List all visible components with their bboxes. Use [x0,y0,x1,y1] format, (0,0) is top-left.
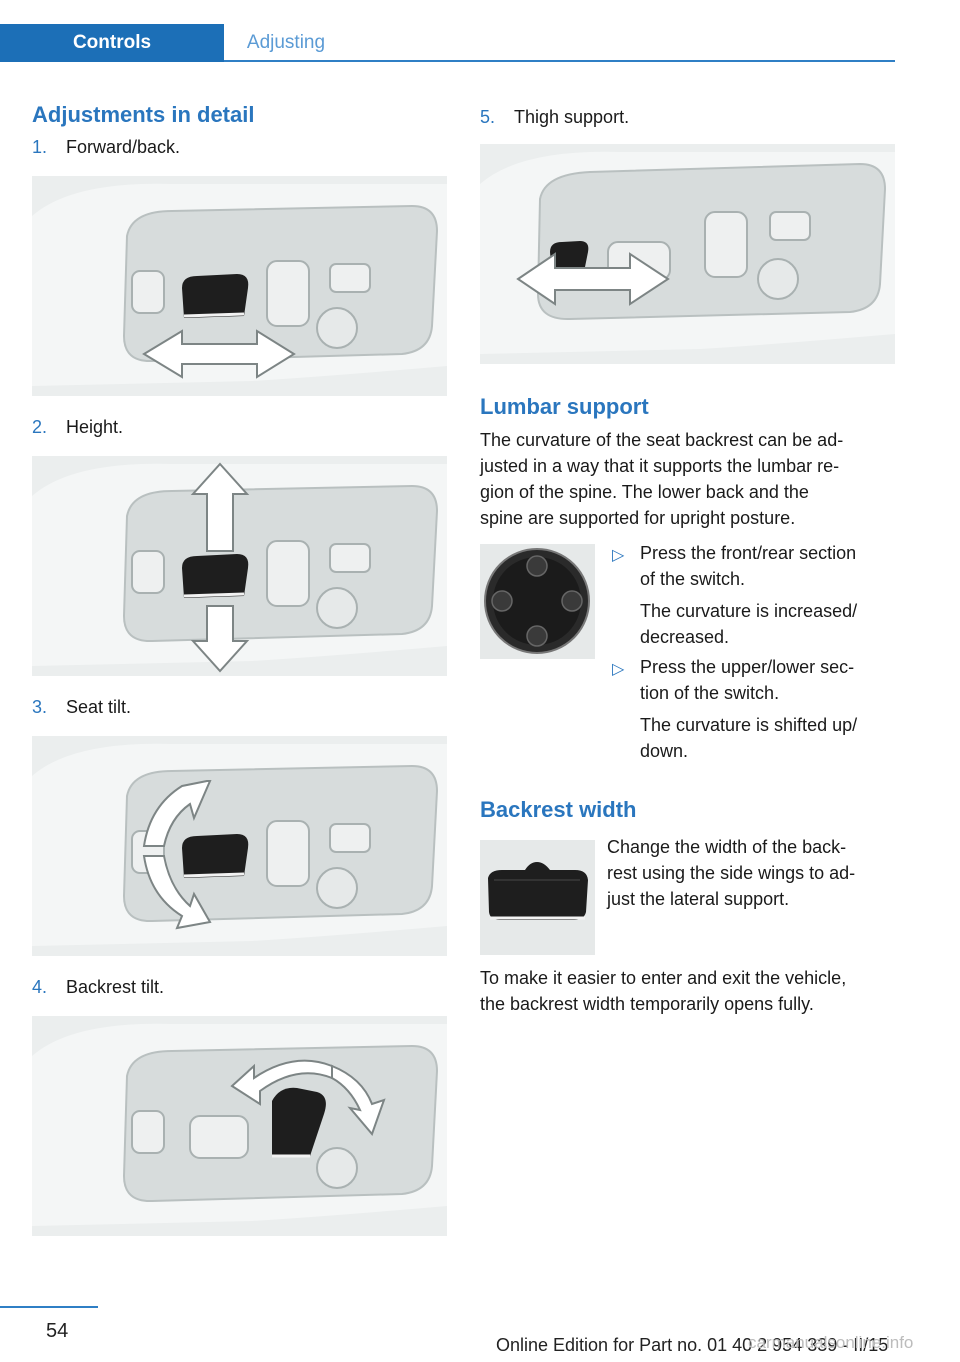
bullet-front-rear: Press the front/rear section of the swit… [640,540,900,650]
edition-text: Online Edition for Part no. 01 40 2 954 … [496,1335,889,1355]
item-number-3: 3. [32,697,48,717]
item-number-5: 5. [480,107,496,127]
item-label-seat-tilt: Seat tilt. [66,697,132,717]
bullet-result-line: The curvature is shifted up/ [640,715,858,735]
bullet-result-line: down. [640,741,689,761]
bullet-line: Press the front/rear section [640,543,857,563]
figure-forward-back [32,176,447,396]
bullet-line: of the switch. [640,569,746,589]
lumbar-intro-line: spine are supported for upright posture. [480,508,796,528]
header-rule [224,60,895,62]
item-number-1: 1. [32,137,48,157]
section-title-lumbar: Lumbar support [480,394,649,419]
backrest-note-line: the backrest width temporarily opens ful… [480,994,814,1014]
tab-controls[interactable]: Controls [0,24,224,62]
section-title-adjustments: Adjustments in detail [32,102,255,127]
bullet-line: tion of the switch. [640,683,780,703]
item-number-4: 4. [32,977,48,997]
backrest-width-note: To make it easier to enter and exit the … [480,965,910,1017]
lumbar-intro: The curvature of the seat backrest can b… [480,427,900,531]
section-title-backrest-width: Backrest width [480,797,637,822]
backrest-width-desc: Change the width of the back‐ rest using… [607,834,902,912]
bullet-triangle-icon: ▷ [612,661,625,678]
figure-thigh-support [480,144,895,364]
lumbar-intro-line: gion of the spine. The lower back and th… [480,482,809,502]
figure-height [32,456,447,676]
watermark: carmanualsonline.info [748,1333,914,1352]
backrest-desc-line: just the lateral support. [607,889,790,909]
item-label-thigh-support: Thigh support. [514,107,630,127]
lumbar-intro-line: justed in a way that it supports the lum… [480,456,840,476]
tab-adjusting[interactable]: Adjusting [246,32,326,53]
item-number-2: 2. [32,417,48,437]
lumbar-intro-line: The curvature of the seat backrest can b… [480,430,844,450]
bullet-result-line: The curvature is increased/ [640,601,858,621]
backrest-desc-line: Change the width of the back‐ [607,837,847,857]
page-number: 54 [46,1320,69,1342]
figure-backrest-width-switch [480,840,595,955]
bullet-line: Press the upper/lower sec‐ [640,657,855,677]
figure-lumbar-switch [480,544,595,659]
figure-seat-tilt [32,736,447,956]
backrest-note-line: To make it easier to enter and exit the … [480,968,847,988]
bullet-result-line: decreased. [640,627,730,647]
item-label-height: Height. [66,417,124,437]
item-label-forward-back: Forward/back. [66,137,181,157]
bullet-triangle-icon: ▷ [612,547,625,564]
backrest-desc-line: rest using the side wings to ad‐ [607,863,856,883]
footer-rule [0,1306,98,1308]
figure-backrest-tilt [32,1016,447,1236]
bullet-upper-lower: Press the upper/lower sec‐ tion of the s… [640,654,900,764]
item-label-backrest-tilt: Backrest tilt. [66,977,165,997]
